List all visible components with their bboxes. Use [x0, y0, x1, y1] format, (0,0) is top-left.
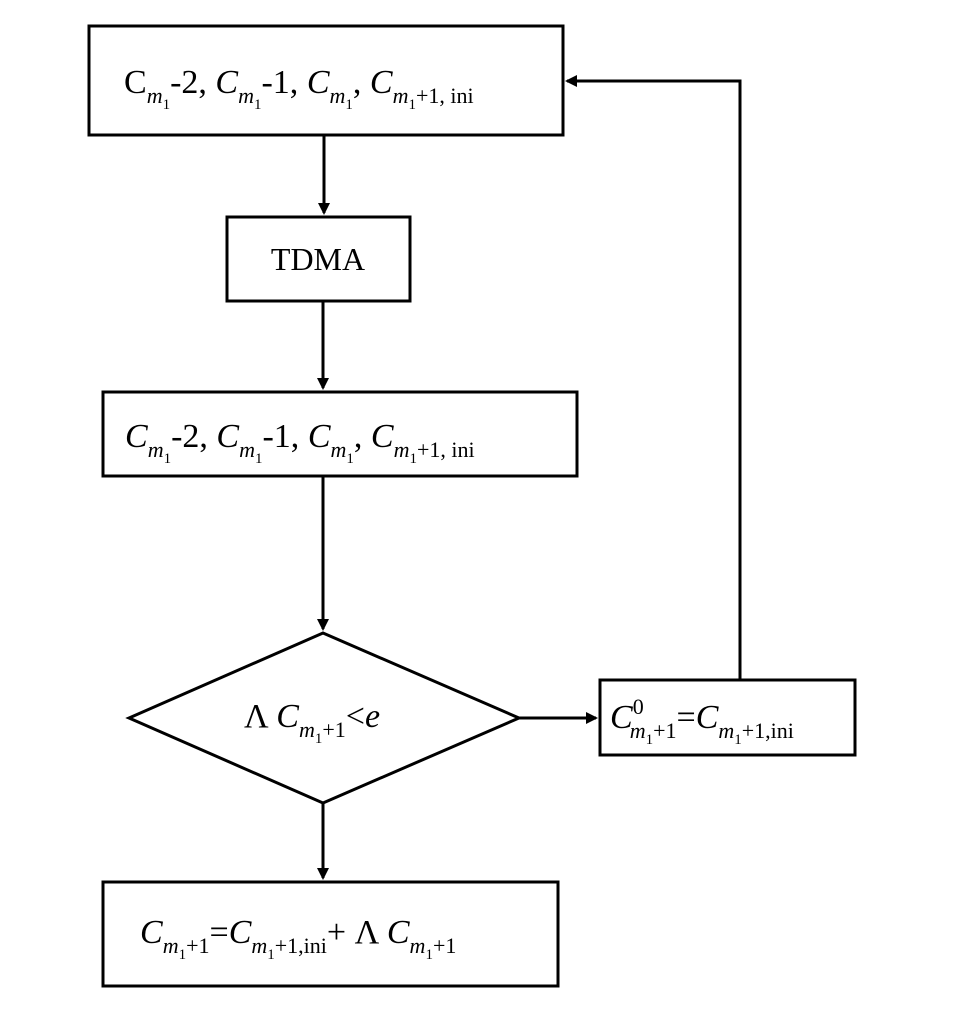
label-part: C: [696, 699, 719, 736]
label-part: =: [677, 699, 696, 736]
label-part: =: [210, 914, 229, 951]
label-part: e: [365, 698, 380, 735]
label-part: C: [610, 699, 633, 736]
label-part: 1: [408, 97, 416, 113]
final-box: [101, 880, 560, 988]
label-part: m: [330, 83, 346, 108]
label-part: C: [229, 914, 252, 951]
label-part: ,: [354, 418, 371, 455]
label-part: C: [387, 914, 410, 951]
label-part: C: [215, 64, 238, 101]
label-part: C: [124, 64, 147, 101]
label-part: m: [410, 933, 426, 958]
label-part: 1: [346, 451, 354, 467]
label-part: C: [140, 914, 163, 951]
update-box: [598, 678, 857, 757]
label-part: m: [251, 933, 267, 958]
label-part: 1: [425, 947, 433, 963]
label-part: 1: [315, 731, 323, 747]
label-part: C: [216, 418, 239, 455]
label-part: 1: [267, 947, 275, 963]
arrow-update-loop-back: [565, 75, 742, 680]
label-part: C: [276, 698, 299, 735]
label-part: 0: [633, 694, 644, 719]
tdma-label: TDMA: [271, 241, 365, 277]
init-box-label: Cm1-2, Cm1-1, Cm1, Cm1+1, ini: [124, 64, 474, 113]
label-part: m: [238, 83, 254, 108]
label-part: m: [718, 718, 734, 743]
label-part: +1,ini: [275, 933, 327, 958]
label-part: C: [307, 64, 330, 101]
label-part: -1,: [262, 418, 307, 455]
label-part: m: [239, 437, 255, 462]
label-part: C: [308, 418, 331, 455]
label-part: ,: [353, 64, 370, 101]
label-part: 1: [734, 732, 742, 748]
label-part: <: [346, 698, 365, 735]
label-part: -2,: [170, 64, 215, 101]
label-part: m: [148, 437, 164, 462]
label-part: 1: [646, 732, 654, 748]
label-part: m: [299, 717, 315, 742]
label-part: +1, ini: [416, 83, 474, 108]
label-part: -2,: [171, 418, 216, 455]
label-part: + Λ: [327, 914, 387, 951]
label-part: 1: [409, 451, 417, 467]
label-part: +1, ini: [417, 437, 475, 462]
label-part: +1,ini: [742, 718, 794, 743]
label-part: 1: [255, 451, 263, 467]
result-box-label: Cm1-2, Cm1-1, Cm1, Cm1+1, ini: [125, 418, 475, 467]
label-part: -1,: [261, 64, 306, 101]
label-part: 1: [179, 947, 187, 963]
label-part: m: [163, 933, 179, 958]
label-part: C: [125, 418, 148, 455]
label-part: C: [370, 64, 393, 101]
label-part: m: [393, 83, 409, 108]
label-part: m: [147, 83, 163, 108]
label-part: m: [331, 437, 347, 462]
label-part: +1: [186, 933, 209, 958]
label-part: 1: [345, 97, 353, 113]
result-box: [101, 390, 579, 478]
label-part: C: [371, 418, 394, 455]
init-box: [87, 24, 565, 137]
tdma-box: [225, 215, 412, 303]
label-part: Λ: [244, 698, 276, 735]
label-part: +1: [322, 717, 345, 742]
label-part: m: [630, 718, 646, 743]
label-part: 1: [254, 97, 262, 113]
label-part: 1: [164, 451, 172, 467]
label-part: 1: [163, 97, 171, 113]
label-part: +1: [653, 718, 676, 743]
label-part: +1: [433, 933, 456, 958]
final-box-label: Cm1+1=Cm1+1,ini+ Λ Cm1+1: [140, 914, 456, 963]
decision-label: Λ Cm1+1<e: [244, 698, 380, 747]
label-part: m: [394, 437, 410, 462]
